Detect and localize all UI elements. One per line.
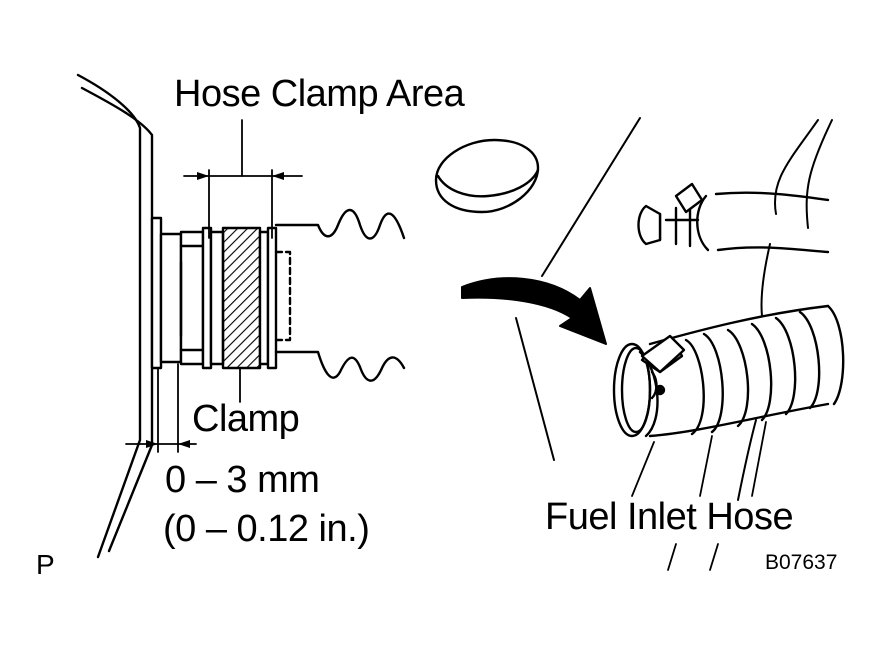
fuel-cap [434,138,540,214]
pipe-rings [258,226,292,370]
hose-clamp-area-dimension [183,119,303,239]
gap-range-mm-label: 0 – 3 mm [165,459,320,501]
filler-pipe-neck [159,226,225,370]
clamp-label: Clamp [192,398,300,440]
upper-breather-hose [637,182,830,254]
hose-outline [274,208,406,382]
clamp-band [221,226,262,370]
filler-flange-plate [150,216,163,370]
gap-range-inch-label: (0 – 0.12 in.) [163,508,370,550]
tank-wall [76,73,154,559]
gap-dimension [125,363,197,453]
fuel-inlet-leaders [631,421,767,571]
curved-arrow [461,277,607,345]
fuel-inlet-hose-label: Fuel Inlet Hose [545,496,794,538]
view-marker-label: P [36,549,55,580]
figure-code-label: B07637 [765,551,838,574]
fuel-inlet-hose-drawing [612,304,845,438]
hose-clamp-area-label: Hose Clamp Area [174,73,465,115]
body-panel-lines [515,117,833,501]
